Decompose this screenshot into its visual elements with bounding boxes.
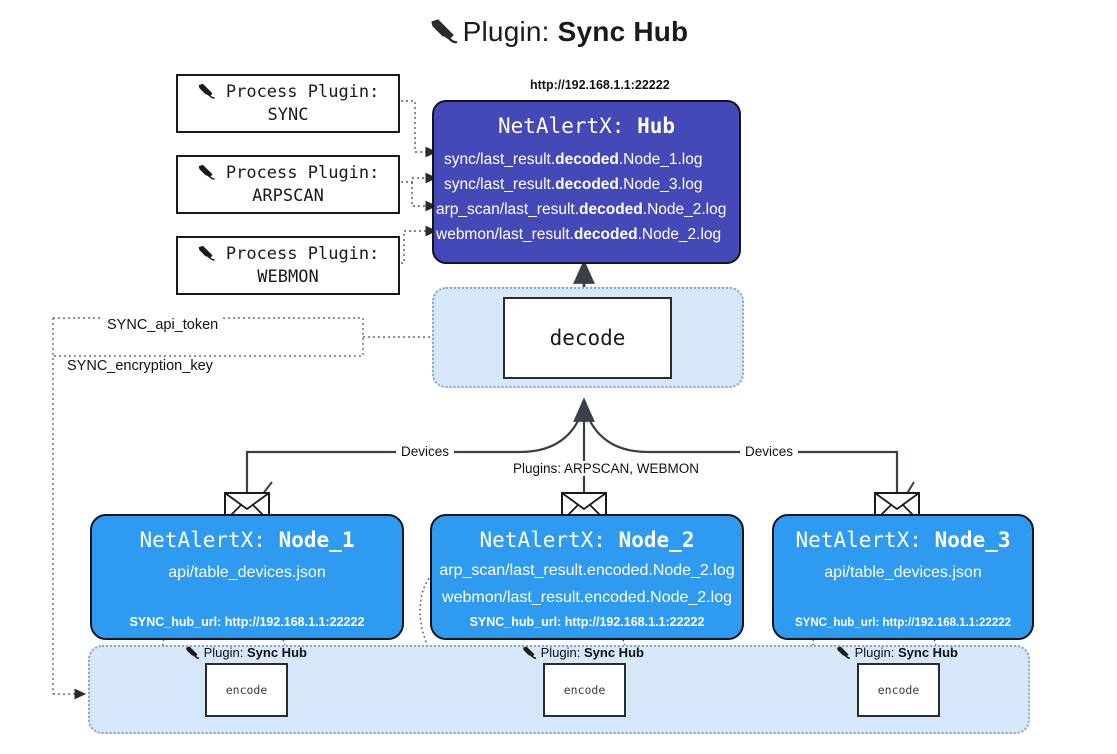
edge-arpscan-to-hub-a <box>396 172 438 184</box>
title-label: Plugin: <box>462 16 550 47</box>
encoder-plugin-value: Sync Hub <box>898 645 958 660</box>
plug-icon <box>197 163 226 183</box>
node-row: arp_scan/last_result.encoded.Node_2.log <box>439 562 735 579</box>
hub-log-pre: sync/last_result. <box>444 151 556 168</box>
hub-log-post: .Node_2.log <box>637 226 722 244</box>
node-footer: SYNC_hub_url: http://192.168.1.1:22222 <box>469 615 705 629</box>
hub-log-post: .Node_1.log <box>618 151 703 168</box>
node-row: api/table_devices.json <box>824 564 982 581</box>
node-box-1[interactable]: NetAlertX: Node_1 api/table_devices.json… <box>90 514 404 640</box>
node-footer: SYNC_hub_url: http://192.168.1.1:22222 <box>794 617 1012 629</box>
hub-url-label: http://192.168.1.1:22222 <box>530 78 670 92</box>
edge-label-devices-right: Devices <box>740 444 799 459</box>
hub-log-mid: decoded <box>579 201 643 219</box>
plug-icon <box>197 82 226 102</box>
process-plugin-line: Process Plugin: <box>197 162 380 185</box>
hub-title-name: Hub <box>637 114 676 138</box>
encoder-plugin-value: Sync Hub <box>584 645 644 660</box>
node-title-name: Node_3 <box>934 528 1011 552</box>
hub-log-mid: decoded <box>555 176 619 194</box>
process-plugin-name: ARPSCAN <box>252 185 324 206</box>
hub-log-row: sync/last_result.decoded.Node_1.log <box>434 147 739 172</box>
node-title-prefix: NetAlertX: <box>139 528 266 552</box>
node-title: NetAlertX: Node_1 <box>92 528 402 552</box>
encode-label: encode <box>563 683 606 697</box>
encoder-plugin-label: Plugin: <box>540 645 581 660</box>
process-plugin-title: Process Plugin: <box>225 162 380 183</box>
encoder-plugin-caption-3: Plugin: Sync Hub <box>836 645 958 660</box>
title-value: Sync Hub <box>557 16 689 47</box>
hub-title-prefix: NetAlertX: <box>497 114 625 138</box>
hub-log-pre: arp_scan/last_result. <box>436 201 580 219</box>
plug-icon <box>197 244 226 264</box>
process-plugin-name: SYNC <box>267 104 309 125</box>
plug-icon <box>836 645 855 660</box>
edge-node3-to-decode <box>582 403 899 495</box>
edge-label-plugins-center: Plugins: ARPSCAN, WEBMON <box>508 461 705 476</box>
encoder-plugin-value: Sync Hub <box>247 645 307 660</box>
node-footer: SYNC_hub_url: http://192.168.1.1:22222 <box>129 615 365 629</box>
plug-icon <box>185 645 204 660</box>
edge-arpscan-to-hub-b <box>411 182 438 212</box>
process-plugin-title: Process Plugin: <box>225 243 380 264</box>
token-label-encryption: SYNC_encryption_key <box>63 358 217 374</box>
encode-box-3[interactable]: encode <box>857 663 940 717</box>
hub-log-row: webmon/last_result.decoded.Node_2.log <box>434 222 739 247</box>
process-plugin-line: Process Plugin: <box>197 243 380 266</box>
encoder-plugin-caption-1: Plugin: Sync Hub <box>185 645 307 660</box>
process-plugin-box-arpscan[interactable]: Process Plugin: ARPSCAN <box>176 155 400 214</box>
node-title: NetAlertX: Node_2 <box>432 528 742 552</box>
hub-log-pre: webmon/last_result. <box>436 226 574 244</box>
node-box-3[interactable]: NetAlertX: Node_3 api/table_devices.json… <box>772 514 1034 640</box>
edge-sync-to-hub <box>396 100 438 158</box>
plug-icon <box>429 18 459 51</box>
edge-webmon-to-hub <box>396 225 438 264</box>
hub-log-row: sync/last_result.decoded.Node_3.log <box>434 172 739 197</box>
decode-box[interactable]: decode <box>503 297 672 379</box>
hub-log-post: .Node_2.log <box>642 201 727 219</box>
hub-log-mid: decoded <box>555 151 619 168</box>
node-title-prefix: NetAlertX: <box>479 528 606 552</box>
hub-log-mid: decoded <box>573 226 638 244</box>
encoder-plugin-label: Plugin: <box>854 645 895 660</box>
encode-box-2[interactable]: encode <box>543 663 626 717</box>
node-title-prefix: NetAlertX: <box>795 528 922 552</box>
node-title: NetAlertX: Node_3 <box>774 528 1032 552</box>
hub-log-post: .Node_3.log <box>618 176 703 194</box>
node-box-2[interactable]: NetAlertX: Node_2 arp_scan/last_result.e… <box>430 514 744 640</box>
edge-node1-to-decode <box>245 403 586 495</box>
process-plugin-box-webmon[interactable]: Process Plugin: WEBMON <box>176 236 400 295</box>
encoder-plugin-label: Plugin: <box>203 645 244 660</box>
hub-node[interactable]: NetAlertX: Hub sync/last_result.decoded.… <box>432 100 741 264</box>
plug-icon <box>522 645 541 660</box>
token-label-api: SYNC_api_token <box>103 317 223 333</box>
node-row: webmon/last_result.encoded.Node_2.log <box>442 588 732 606</box>
page-title: Plugin: Sync Hub <box>0 16 1117 51</box>
encode-label: encode <box>225 683 268 697</box>
process-plugin-box-sync[interactable]: Process Plugin: SYNC <box>176 74 400 133</box>
node-title-name: Node_1 <box>278 528 355 552</box>
hub-log-row: arp_scan/last_result.decoded.Node_2.log <box>434 197 739 222</box>
decode-label: decode <box>549 326 626 350</box>
node-title-name: Node_2 <box>618 528 695 552</box>
process-plugin-name: WEBMON <box>257 266 319 287</box>
edge-label-devices-left: Devices <box>396 444 455 459</box>
process-plugin-line: Process Plugin: <box>197 81 380 104</box>
encoder-plugin-caption-2: Plugin: Sync Hub <box>522 645 644 660</box>
hub-title: NetAlertX: Hub <box>434 114 739 138</box>
encode-label: encode <box>877 683 920 697</box>
encode-box-1[interactable]: encode <box>205 663 288 717</box>
hub-log-pre: sync/last_result. <box>444 176 556 194</box>
process-plugin-title: Process Plugin: <box>225 81 380 102</box>
node-row: api/table_devices.json <box>168 564 326 581</box>
